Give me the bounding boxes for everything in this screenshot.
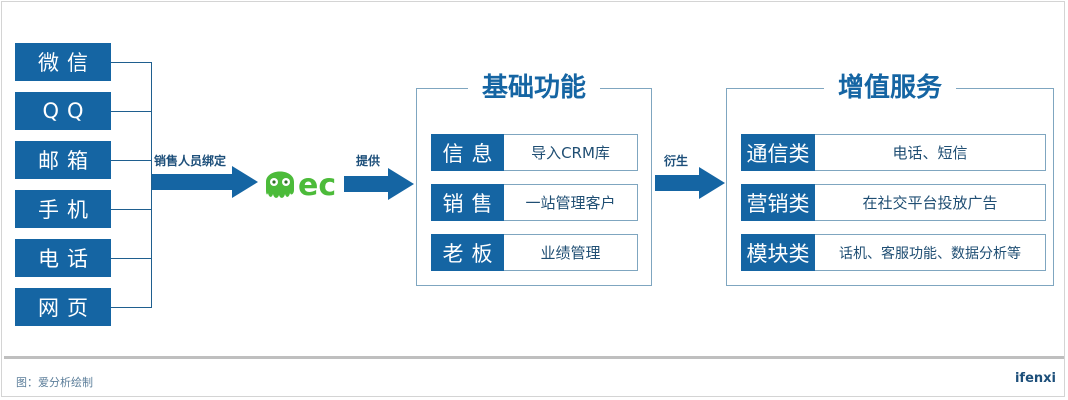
source-box-email: 邮箱 — [15, 141, 111, 179]
source-box-qq: QQ — [15, 92, 111, 130]
source-box-mobile: 手机 — [15, 190, 111, 228]
row-label: 销售 — [431, 184, 504, 221]
row-description: 业绩管理 — [540, 244, 601, 262]
ec-logo-text: ec — [298, 168, 336, 203]
value-added-row-modules: 模块类 话机、客服功能、数据分析等 — [741, 234, 1046, 271]
figure-caption: 图：爱分析绘制 — [16, 376, 93, 389]
derive-arrow — [655, 167, 725, 199]
source-box-phone: 电话 — [15, 239, 111, 277]
connector-line — [111, 209, 152, 210]
basic-feature-row-sales: 销售 一站管理客户 — [431, 184, 638, 221]
source-box-wechat: 微信 — [15, 43, 111, 81]
provide-label: 提供 — [356, 154, 381, 168]
brand-logo: ifenxi — [1014, 371, 1056, 386]
row-label: 信息 — [431, 134, 504, 171]
connector-line — [111, 160, 152, 161]
provide-arrow — [344, 168, 414, 200]
value-added-panel: 增值服务 通信类 电话、短信 营销类 在社交平台投放广告 模块类 话机、客服功能… — [726, 72, 1054, 286]
row-label: 营销类 — [741, 184, 815, 221]
value-added-title: 增值服务 — [823, 72, 957, 104]
row-description: 导入CRM库 — [531, 144, 610, 162]
connector-vertical-line — [151, 62, 152, 308]
row-description: 一站管理客户 — [525, 194, 616, 212]
sales-binding-arrow — [152, 166, 258, 198]
value-added-row-communication: 通信类 电话、短信 — [741, 134, 1046, 171]
connector-line — [111, 307, 152, 308]
row-description: 在社交平台投放广告 — [862, 194, 998, 212]
row-description: 话机、客服功能、数据分析等 — [839, 245, 1021, 262]
basic-features-panel: 基础功能 信息 导入CRM库 销售 一站管理客户 老板 业绩管理 — [416, 72, 652, 286]
connector-line — [111, 111, 152, 112]
row-label: 老板 — [431, 234, 504, 271]
octopus-mascot-icon — [266, 171, 294, 198]
basic-feature-row-info: 信息 导入CRM库 — [431, 134, 638, 171]
footer-divider — [4, 356, 1064, 359]
ec-logo: ec — [266, 168, 336, 203]
basic-features-title: 基础功能 — [467, 72, 601, 104]
row-label: 模块类 — [741, 234, 815, 271]
row-description: 电话、短信 — [892, 144, 968, 162]
value-added-row-marketing: 营销类 在社交平台投放广告 — [741, 184, 1046, 221]
connector-line — [111, 62, 152, 63]
row-label: 通信类 — [741, 134, 815, 171]
sales-binding-label: 销售人员绑定 — [154, 154, 227, 168]
connector-line — [111, 258, 152, 259]
source-box-web: 网页 — [15, 288, 111, 326]
basic-feature-row-boss: 老板 业绩管理 — [431, 234, 638, 271]
derive-label: 衍生 — [664, 154, 689, 168]
